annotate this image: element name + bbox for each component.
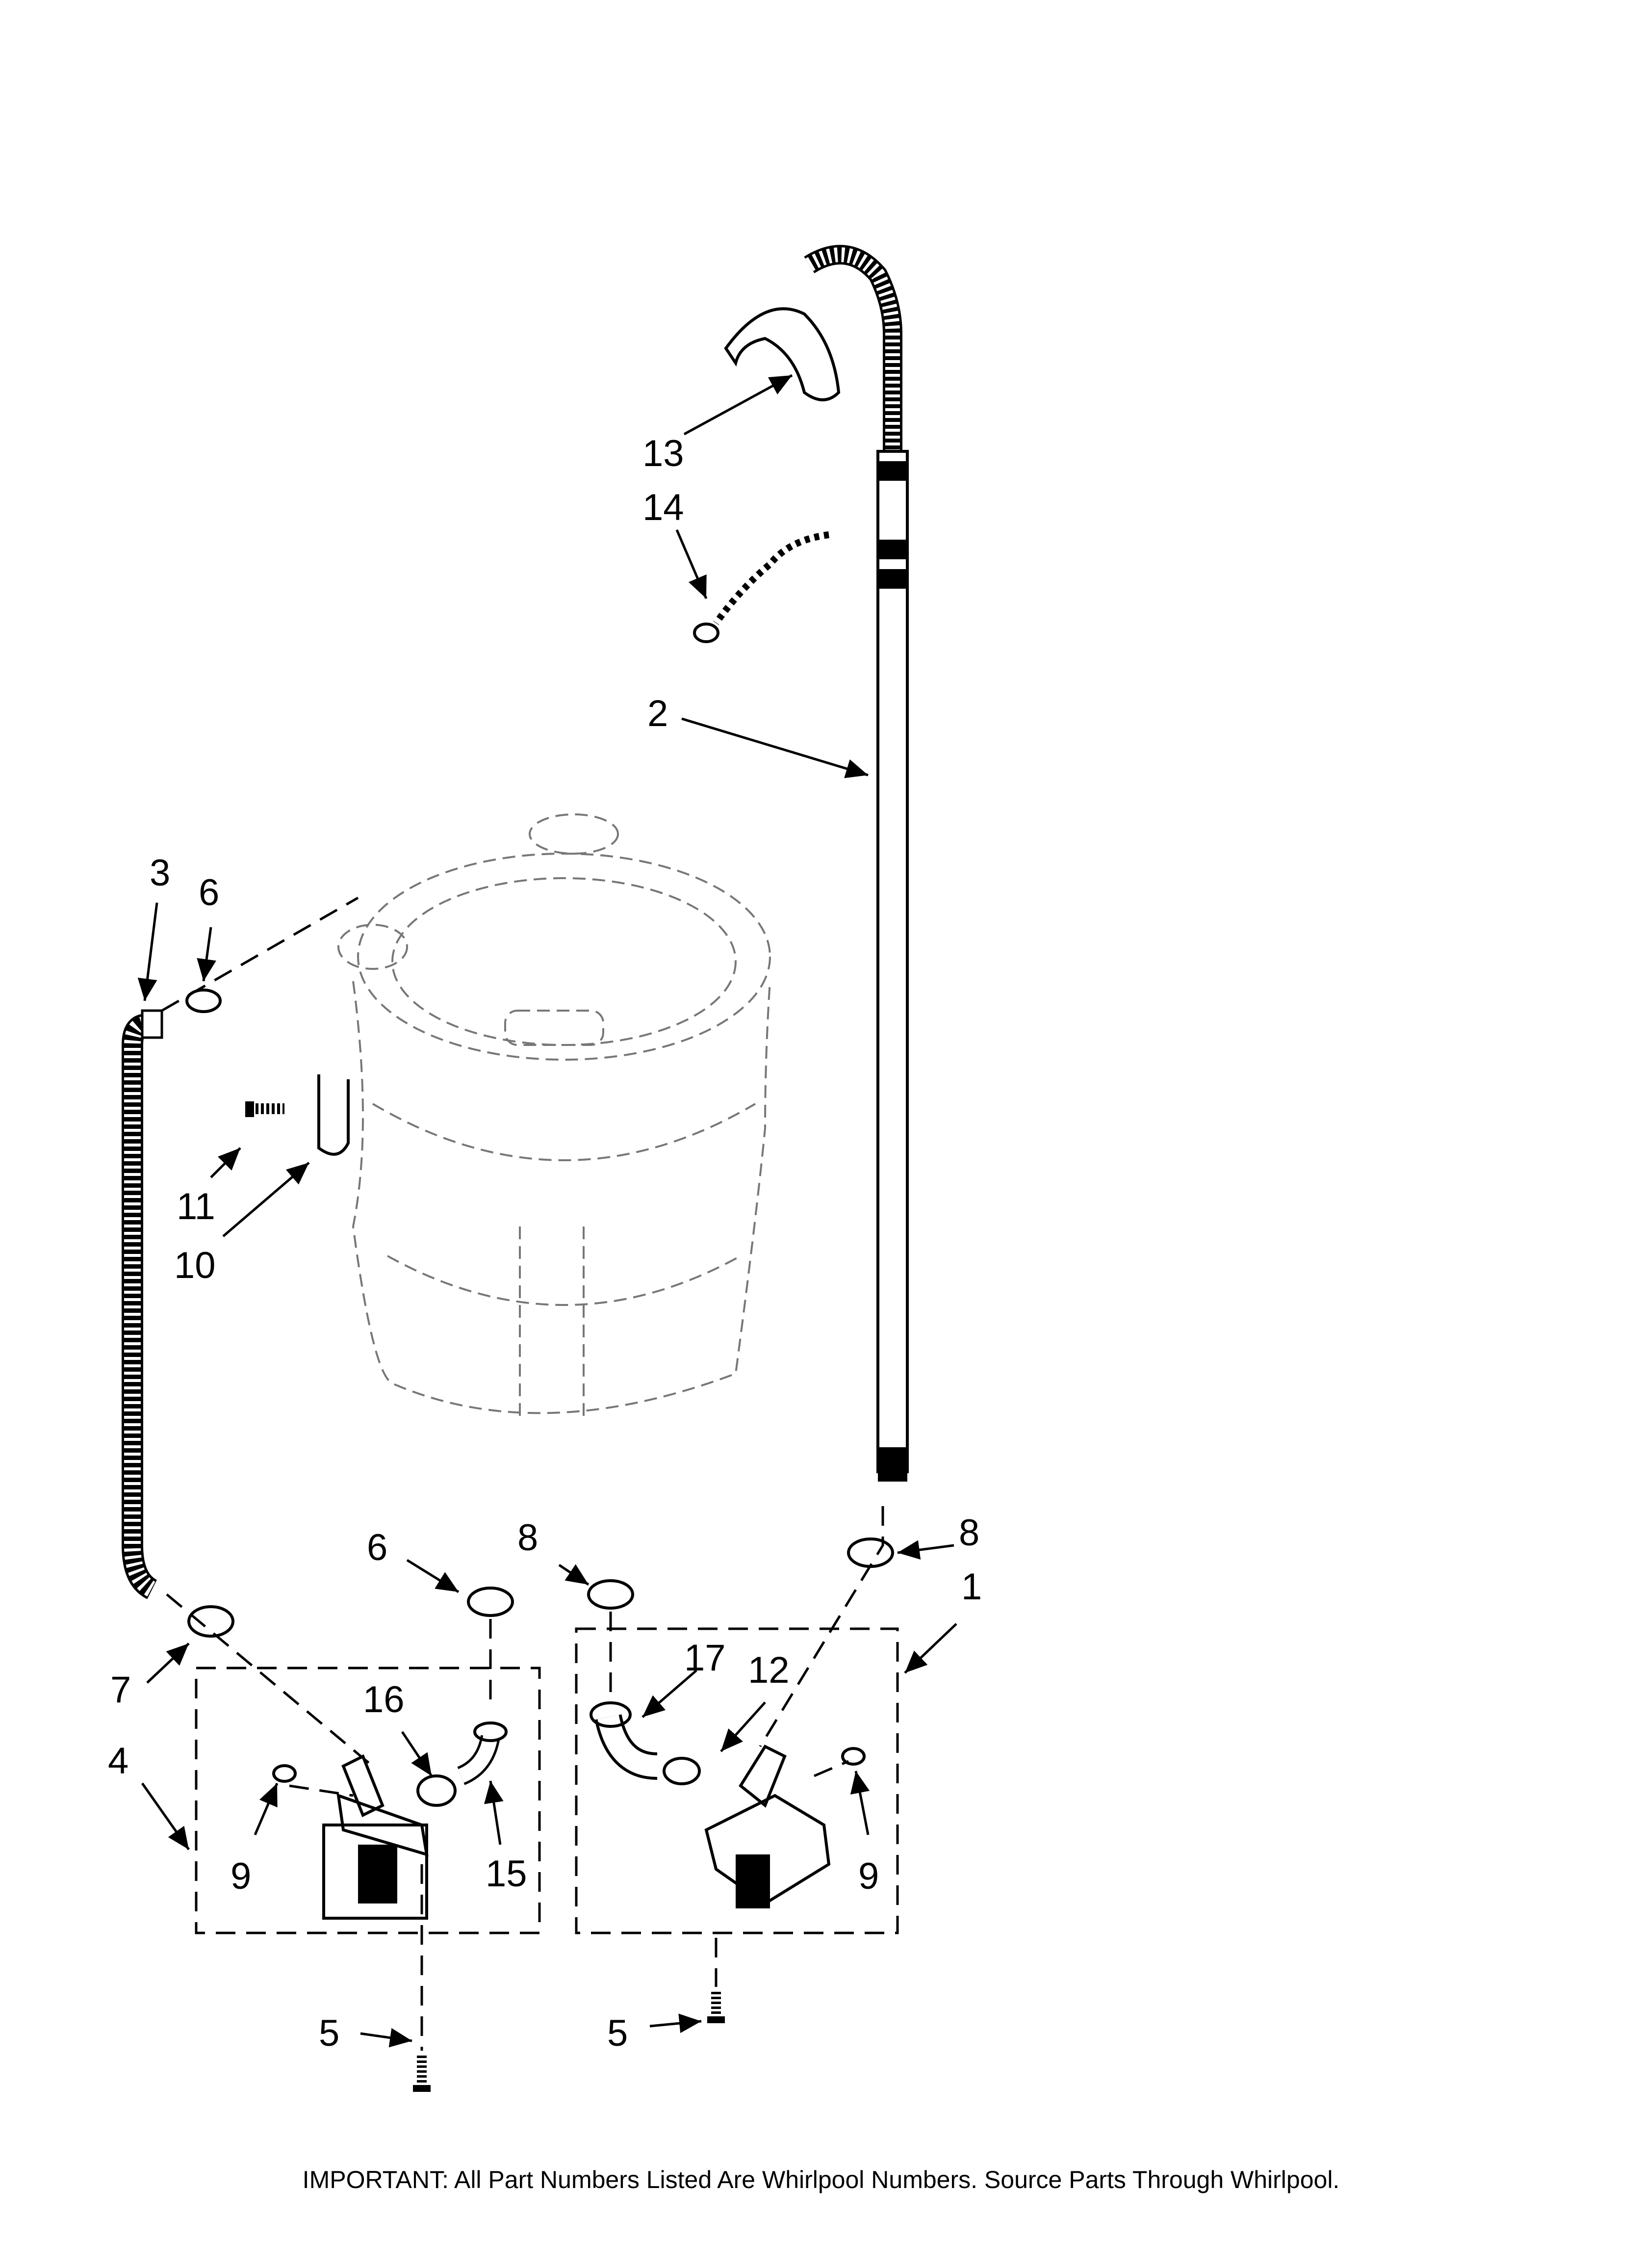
callout-7: 7: [110, 1669, 131, 1711]
elbow-part-17: [590, 1701, 658, 1780]
callout-6-top: 6: [199, 872, 219, 913]
callout-9-left: 9: [231, 1855, 251, 1897]
water-valve-part-4: [322, 1754, 429, 1920]
callout-4: 4: [108, 1740, 128, 1782]
hose-clamp-part-8-right: [847, 1538, 894, 1568]
callout-16: 16: [363, 1679, 405, 1721]
fill-hose-part-3: [122, 1009, 163, 1599]
hose-clip-part-13: [724, 307, 841, 401]
leader-arrows: [137, 374, 957, 2048]
callout-1: 1: [961, 1566, 982, 1608]
hose-clamp-part-7: [187, 1605, 234, 1638]
callout-6-lower: 6: [367, 1527, 387, 1568]
callout-5-left: 5: [319, 2012, 339, 2054]
grommet-part-9-right: [841, 1747, 866, 1766]
callout-14: 14: [642, 487, 684, 528]
callout-8-left: 8: [517, 1517, 538, 1559]
hose-clamp-part-6-lower: [467, 1587, 514, 1617]
callout-5-right: 5: [607, 2012, 628, 2054]
footer-note: IMPORTANT: All Part Numbers Listed Are W…: [303, 2166, 1340, 2193]
screw-part-5-right: [707, 1992, 725, 2023]
screw-part-11: [245, 1101, 284, 1117]
assembly-box-4: [195, 1667, 541, 1934]
callout-11: 11: [177, 1186, 215, 1227]
elbow-part-15: [457, 1721, 508, 1785]
grommet-part-9-left: [272, 1764, 297, 1783]
callout-13: 13: [642, 433, 684, 474]
ring-part-12: [663, 1757, 701, 1785]
callout-12: 12: [748, 1649, 790, 1691]
bracket-part-10: [317, 1074, 350, 1156]
callout-2: 2: [647, 693, 668, 734]
screw-part-5-left: [413, 2056, 431, 2092]
callout-9-right: 9: [858, 1855, 879, 1897]
callout-8-right: 8: [959, 1512, 979, 1554]
callout-10: 10: [174, 1245, 216, 1286]
callout-3: 3: [150, 852, 170, 894]
hose-clamp-part-8-left: [587, 1579, 634, 1610]
water-valve-part-1: [704, 1745, 831, 1908]
callout-17: 17: [684, 1637, 726, 1679]
ring-part-16: [416, 1774, 457, 1807]
bead-strap-part-14: [693, 531, 829, 643]
hose-clamp-part-6-top: [185, 989, 222, 1013]
drain-hose-part-2: [804, 245, 909, 1482]
callout-15: 15: [486, 1853, 527, 1895]
assembly-box-1: [575, 1627, 899, 1934]
washer-tub-outline: [337, 813, 771, 1423]
